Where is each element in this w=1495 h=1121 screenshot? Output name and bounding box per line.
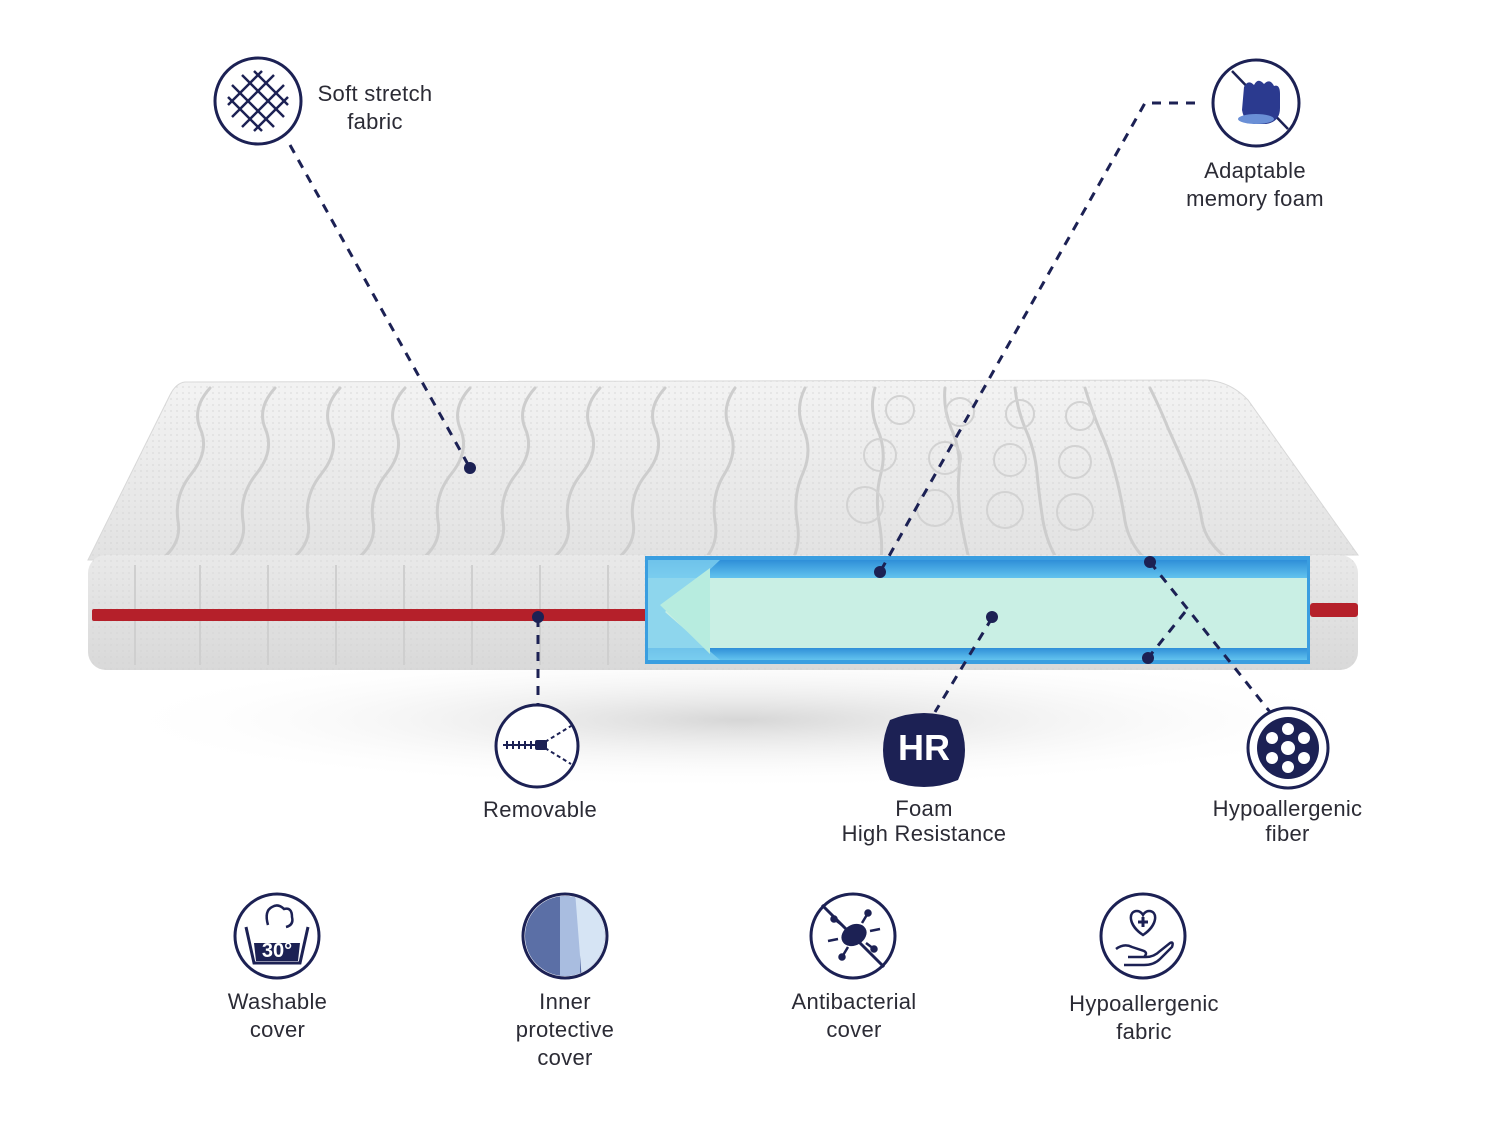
wash-temp-text: 30° [261, 940, 293, 962]
memory-foam-line1: Adaptable [1204, 158, 1306, 183]
soft-stretch-line2: fabric [347, 109, 403, 134]
no-bacteria-icon [809, 892, 897, 980]
hr-foam-line1: Foam [895, 796, 953, 821]
soft-stretch-line1: Soft stretch [317, 81, 433, 106]
washable-label: Washable cover [195, 988, 360, 1044]
wash-icon-shape [233, 892, 321, 980]
zipper-icon [494, 703, 580, 789]
hypo-fabric-line2: fabric [1116, 1019, 1172, 1044]
antibacterial-line1: Antibacterial [791, 989, 917, 1014]
inner-line2: protective [515, 1017, 615, 1042]
soft-stretch-label: Soft stretch fabric [300, 80, 450, 136]
connector-hr-foam [933, 617, 994, 713]
hr-badge-icon: HR [880, 710, 968, 790]
hypo-fabric-label: Hypoallergenic fabric [1055, 990, 1233, 1046]
floor-shadow [100, 650, 1380, 790]
memory-foam-label: Adaptable memory foam [1170, 157, 1340, 213]
washable-line1: Washable [227, 989, 328, 1014]
connector-memory-foam [878, 101, 1195, 573]
hypo-fiber-line1: Hypoallergenic [1212, 796, 1363, 821]
hr-badge-shape [883, 713, 965, 787]
hr-foam-label: Foam High Resistance [838, 796, 1010, 846]
hand-press-icon [1211, 58, 1301, 148]
hypo-fabric-line1: Hypoallergenic [1069, 991, 1219, 1016]
wash-30-icon: 30° [232, 891, 322, 981]
circle-quilt [846, 395, 1095, 531]
inner-line1: Inner [539, 989, 591, 1014]
fiber-dots-icon [1246, 706, 1330, 790]
zipper-line [92, 609, 648, 621]
hypo-fiber-label: Hypoallergenic fiber [1200, 796, 1375, 846]
antibacterial-label: Antibacterial cover [775, 988, 933, 1044]
removable-line1: Removable [483, 797, 597, 822]
quilting-lines [160, 386, 1230, 561]
memory-foam-line2: memory foam [1186, 186, 1324, 211]
connector-hypo-fiber [1148, 561, 1272, 713]
washable-line2: cover [249, 1017, 306, 1042]
hr-badge-text: HR [898, 727, 950, 768]
connector-soft-fabric [288, 144, 472, 469]
woven-fabric-icon [213, 56, 303, 146]
hr-foam-line2: High Resistance [841, 821, 1007, 846]
foam-block-icon [521, 892, 609, 980]
inner-line3: cover [537, 1045, 593, 1070]
foam-cross-section [645, 556, 1310, 664]
removable-label: Removable [460, 796, 620, 824]
hypo-fiber-line2: fiber [1265, 821, 1310, 846]
heart-hand-icon [1099, 892, 1187, 980]
inner-cover-label: Inner protective cover [490, 988, 640, 1072]
antibacterial-line2: cover [826, 1017, 882, 1042]
